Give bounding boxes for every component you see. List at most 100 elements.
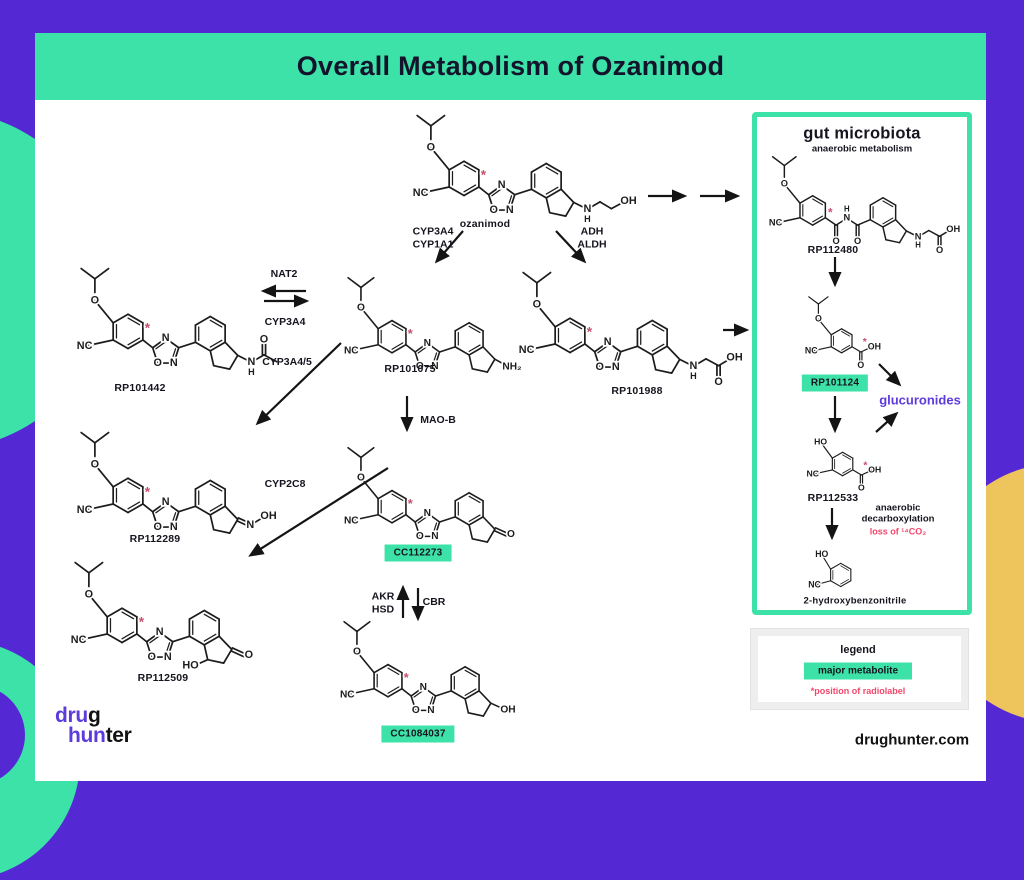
svg-text:OH: OH	[868, 342, 881, 352]
title-bar: Overall Metabolism of Ozanimod	[35, 33, 986, 100]
svg-text:OH: OH	[260, 510, 276, 522]
svg-text:OH: OH	[868, 465, 881, 475]
svg-text:*: *	[863, 337, 868, 348]
decarboxylation-line2: decarboxylation	[861, 513, 935, 525]
compound-label-rp101442: RP101442	[114, 382, 166, 394]
svg-text:O: O	[85, 588, 93, 600]
legend-major-metabolite: major metabolite	[803, 662, 913, 680]
enzyme-label-mao-b: MAO-B	[420, 413, 456, 426]
page-title: Overall Metabolism of Ozanimod	[296, 51, 725, 81]
panel-subtitle: anaerobic metabolism	[811, 143, 913, 155]
site-link[interactable]: drughunter.com	[854, 731, 970, 749]
drughunter-logo: drug hunter	[55, 705, 132, 747]
logo-hunter-accent: hun	[68, 724, 106, 747]
decarboxylation-line1: anaerobic	[875, 502, 921, 514]
svg-text:NC: NC	[808, 579, 821, 589]
svg-text:*: *	[145, 485, 151, 500]
svg-text:N: N	[424, 508, 431, 519]
svg-text:O: O	[815, 314, 822, 324]
svg-text:N: N	[915, 231, 922, 241]
svg-text:O: O	[357, 302, 365, 313]
svg-text:H: H	[584, 214, 591, 224]
svg-text:N: N	[427, 705, 434, 716]
svg-text:*: *	[587, 325, 593, 340]
svg-text:N: N	[431, 531, 438, 542]
logo-line1: drug	[55, 705, 132, 726]
svg-text:H: H	[248, 367, 255, 377]
svg-text:N: N	[247, 356, 255, 368]
svg-text:N: N	[498, 179, 506, 191]
svg-text:O: O	[91, 294, 99, 306]
svg-text:O: O	[357, 472, 365, 483]
enzyme-label-cbr: CBR	[422, 595, 446, 608]
svg-text:NC: NC	[340, 689, 355, 700]
svg-text:NC: NC	[344, 345, 359, 356]
svg-text:H: H	[915, 241, 921, 250]
enzyme-label-cyp2c8: CYP2C8	[264, 477, 306, 490]
svg-text:NC: NC	[769, 218, 783, 228]
svg-text:N: N	[246, 519, 254, 531]
svg-text:O: O	[153, 357, 161, 369]
svg-text:NC: NC	[805, 346, 818, 356]
compound-label-rp101075: RP101075	[384, 363, 436, 375]
svg-text:NC: NC	[519, 344, 535, 356]
svg-text:O: O	[714, 376, 722, 388]
svg-text:H: H	[844, 205, 850, 214]
svg-text:O: O	[832, 236, 839, 246]
page: Overall Metabolism of Ozanimod gut micro…	[0, 33, 1024, 880]
svg-text:O: O	[412, 705, 420, 716]
svg-text:N: N	[612, 361, 620, 373]
legend-title: legend	[840, 644, 876, 656]
svg-text:O: O	[858, 483, 865, 493]
svg-text:N: N	[689, 360, 697, 372]
svg-text:*: *	[408, 496, 413, 511]
svg-text:*: *	[139, 615, 145, 630]
compound-label-rp112533: RP112533	[807, 492, 859, 504]
svg-text:O: O	[153, 521, 161, 533]
compound-label-hbn: 2-hydroxybenzonitrile	[803, 595, 907, 607]
svg-text:O: O	[507, 529, 515, 540]
svg-text:OH: OH	[500, 704, 515, 715]
logo-line2: hunter	[68, 724, 132, 747]
svg-text:HO: HO	[182, 659, 198, 671]
svg-text:NC: NC	[806, 469, 818, 479]
svg-text:N: N	[162, 332, 170, 344]
svg-text:N: N	[156, 626, 164, 638]
svg-text:N: N	[164, 651, 172, 663]
svg-text:*: *	[828, 206, 833, 219]
logo-hunter-rest: ter	[105, 724, 132, 747]
svg-text:N: N	[420, 682, 427, 693]
svg-text:O: O	[489, 204, 497, 216]
svg-text:*: *	[863, 460, 867, 471]
svg-text:HO: HO	[814, 436, 827, 446]
compound-label-rp112480: RP112480	[807, 244, 859, 256]
compound-label-rp101988: RP101988	[611, 385, 663, 397]
compound-label-ozanimod: ozanimod	[459, 218, 511, 230]
svg-text:OH: OH	[726, 352, 742, 364]
svg-text:O: O	[416, 361, 424, 372]
svg-text:O: O	[91, 458, 99, 470]
svg-text:N: N	[506, 204, 514, 216]
svg-text:N: N	[604, 336, 612, 348]
svg-text:NH₂: NH₂	[502, 361, 521, 372]
svg-text:O: O	[147, 651, 155, 663]
svg-text:NC: NC	[77, 504, 93, 516]
svg-text:N: N	[170, 521, 178, 533]
